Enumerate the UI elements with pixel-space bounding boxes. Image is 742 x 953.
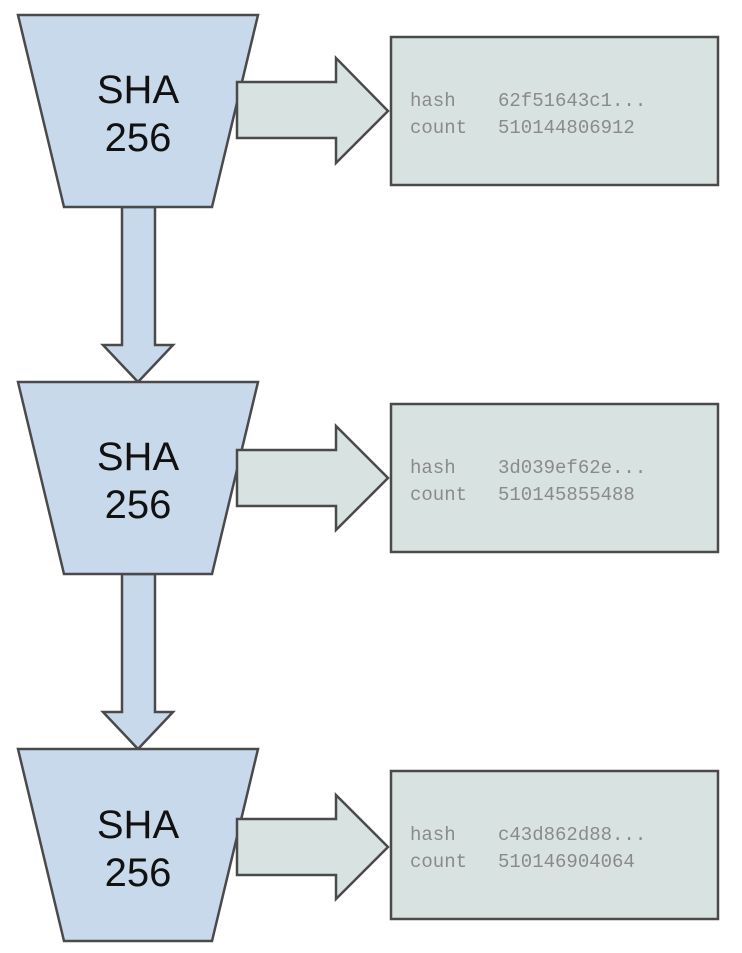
- count-value: 510144806912: [498, 117, 635, 139]
- right-arrow-2: [235, 422, 390, 534]
- sha-label-line1: SHA: [97, 803, 180, 847]
- hash-label: hash: [410, 457, 456, 479]
- hash-value: 62f51643c1...: [498, 90, 646, 112]
- sha-label-line1: SHA: [97, 435, 180, 479]
- sha256-block-3: [16, 747, 260, 943]
- sha256-block-1: [16, 13, 260, 209]
- hash-value: 3d039ef62e...: [498, 457, 646, 479]
- count-value: 510146904064: [498, 851, 635, 873]
- down-arrow-2: [100, 572, 176, 751]
- hash-step-3: SHA 256 hash c43d862d88... count 5101469…: [16, 747, 720, 943]
- count-label: count: [410, 117, 467, 139]
- output-box-1: [389, 35, 720, 187]
- count-label: count: [410, 851, 467, 873]
- right-arrow-3: [235, 791, 390, 903]
- hash-label: hash: [410, 824, 456, 846]
- count-value: 510145855488: [498, 484, 635, 506]
- down-arrow-1: [100, 205, 176, 384]
- output-box-3: [389, 769, 720, 921]
- count-label: count: [410, 484, 467, 506]
- sha-label-line2: 256: [105, 483, 172, 527]
- sha256-block-2: [16, 380, 260, 576]
- sha-label-line2: 256: [105, 851, 172, 895]
- sha-label-line2: 256: [105, 116, 172, 160]
- hash-step-1: SHA 256 hash 62f51643c1... count 5101448…: [16, 13, 720, 209]
- hash-value: c43d862d88...: [498, 824, 646, 846]
- hash-step-2: SHA 256 hash 3d039ef62e... count 5101458…: [16, 380, 720, 576]
- output-box-2: [389, 402, 720, 554]
- hash-label: hash: [410, 90, 456, 112]
- sha-label-line1: SHA: [97, 68, 180, 112]
- right-arrow-1: [235, 54, 390, 167]
